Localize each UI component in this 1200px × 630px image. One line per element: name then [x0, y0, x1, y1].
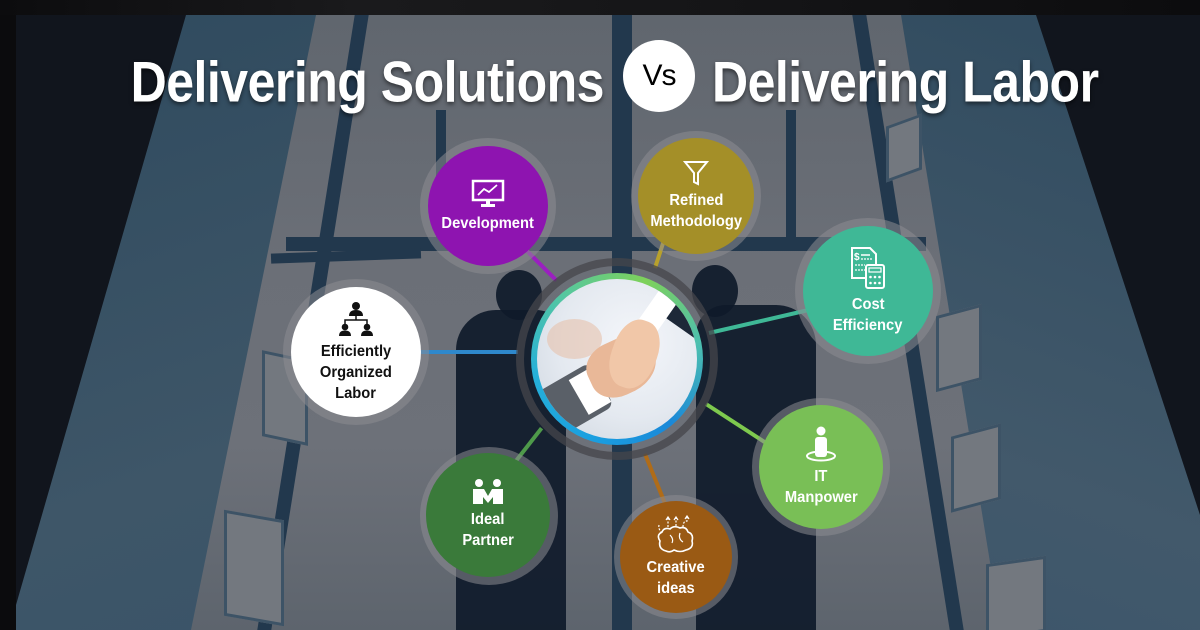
bubble-label: IT	[814, 468, 828, 485]
building-window	[936, 303, 982, 393]
bubble-label: Cost	[851, 296, 885, 313]
bubble-efficiently-organized-labor: Efficiently Organized Labor	[291, 287, 421, 417]
center-outer-ring	[516, 258, 718, 460]
bubble-label: Creative	[646, 559, 706, 576]
building-window	[986, 555, 1046, 630]
building-window	[224, 509, 284, 627]
bubble-label: Labor	[335, 384, 377, 402]
bubble-label: Organized	[319, 363, 392, 381]
title-bar: Delivering Solutions Delivering Labor	[0, 44, 1200, 114]
invoice-calculator-icon: $	[851, 247, 885, 289]
bubble-refined-methodology: Refined Methodology	[638, 138, 754, 254]
bubble-ideal-partner: Ideal Partner	[426, 453, 550, 577]
top-strip	[0, 0, 1200, 15]
bubble-label: Efficiently	[320, 342, 392, 360]
bubble-creative-ideas: Creative ideas	[620, 501, 732, 613]
funnel-icon	[683, 161, 709, 186]
bubble-label: Partner	[462, 532, 514, 549]
bubble-label: Manpower	[784, 489, 858, 506]
bubble-label: Ideal	[471, 511, 505, 528]
window-frame-upper-right	[786, 110, 796, 250]
bubble-development: Development	[428, 146, 548, 266]
bubble-cost-efficiency: $ Cost Efficiency	[803, 226, 933, 356]
bubble-label: Refined	[668, 192, 724, 209]
building-window	[951, 423, 1001, 513]
brain-ideas-icon	[657, 515, 694, 553]
title-right: Delivering Labor	[712, 49, 1099, 115]
handshake-photo	[537, 279, 697, 439]
left-strip	[0, 15, 16, 630]
bubble-label: ideas	[657, 580, 695, 597]
person-target-icon	[806, 426, 836, 462]
svg-text:$: $	[854, 252, 860, 263]
vs-badge: Vs	[623, 40, 695, 112]
bubble-label: Methodology	[650, 213, 742, 230]
bubble-it-manpower: IT Manpower	[759, 405, 883, 529]
center-image-ring	[531, 273, 703, 445]
org-chart-icon	[339, 301, 373, 336]
partners-icon	[473, 479, 503, 504]
bubble-label: Efficiency	[833, 317, 903, 334]
title-left: Delivering Solutions	[130, 49, 605, 115]
bubble-label: Development	[441, 214, 535, 232]
monitor-chart-icon	[471, 179, 505, 207]
connector-efficiently-organized-labor	[420, 350, 518, 354]
